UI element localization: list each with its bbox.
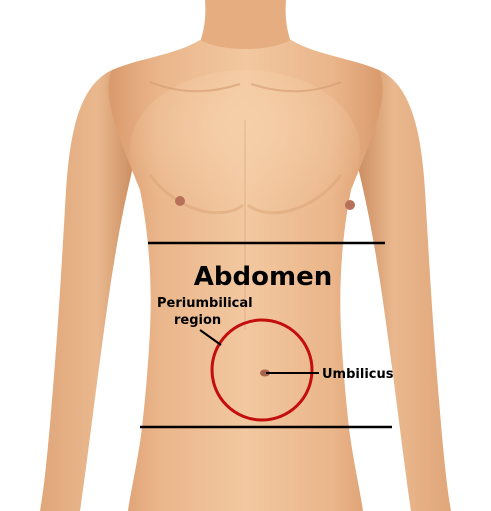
left-nipple [175, 196, 185, 206]
right-nipple [345, 200, 355, 210]
abdomen-title: Abdomen [194, 262, 332, 292]
umbilicus-label: Umbilicus [322, 367, 394, 382]
periumbilical-label-line2: region [174, 313, 221, 328]
periumbilical-label-line1: Periumbilical [157, 296, 253, 311]
